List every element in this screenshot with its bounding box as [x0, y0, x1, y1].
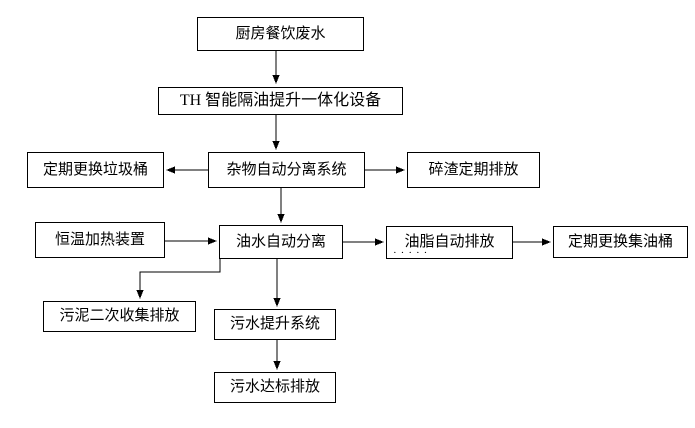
edge-oilwater-to-sludge: [136, 259, 221, 299]
node-th-device: TH 智能隔油提升一体化设备: [158, 87, 403, 115]
node-oil-water-separation: 油水自动分离: [219, 225, 343, 259]
node-residue-discharge: 碎渣定期排放: [407, 152, 540, 188]
node-sewage-lift: 污水提升系统: [214, 309, 336, 340]
node-kitchen-waste: 厨房餐饮废水: [197, 17, 364, 51]
node-sewage-discharge: 污水达标排放: [214, 372, 336, 403]
node-trash-replace: 定期更换垃圾桶: [27, 152, 164, 188]
node-grease-discharge: 油脂自动排放 ·····: [386, 226, 513, 259]
grease-discharge-label: 油脂自动排放: [404, 234, 495, 250]
emphasis-dots: ·····: [393, 247, 432, 259]
node-debris-separation: 杂物自动分离系统: [208, 152, 365, 188]
node-heating-device: 恒温加热装置: [35, 222, 165, 258]
node-oil-barrel-replace: 定期更换集油桶: [553, 226, 688, 258]
node-sludge-collection: 污泥二次收集排放: [43, 301, 196, 332]
